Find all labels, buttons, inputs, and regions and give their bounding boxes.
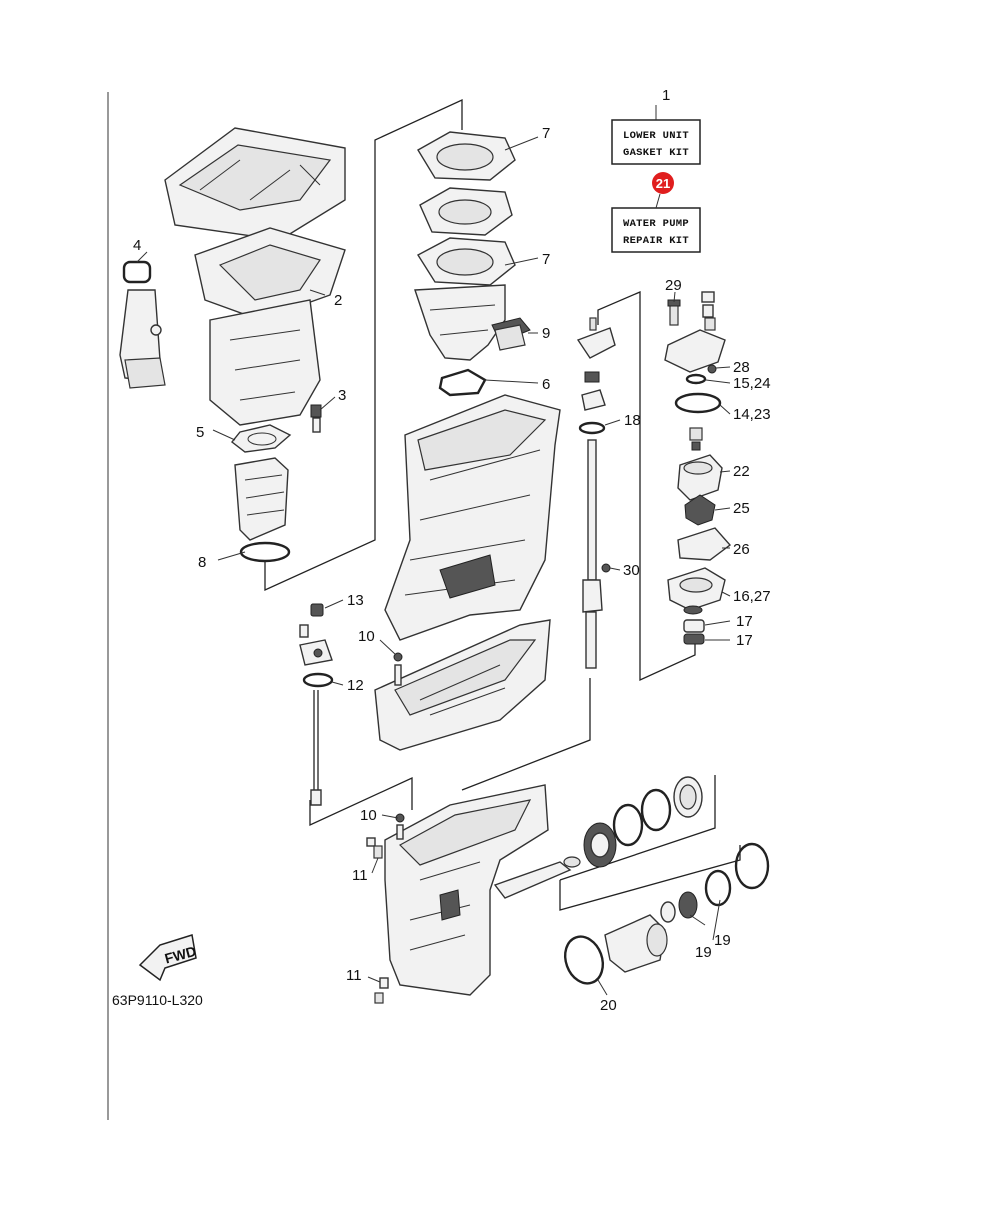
callout-30: 30	[623, 562, 640, 579]
callout-1: 1	[662, 87, 670, 104]
callout-13: 13	[347, 592, 364, 609]
kit-1-line-2: GASKET KIT	[623, 147, 689, 159]
kit-box-water-pump-repair: WATER PUMP REPAIR KIT	[611, 193, 701, 253]
callout-19-right: 19	[714, 932, 731, 949]
callout-18: 18	[624, 412, 641, 429]
callout-15-24: 15,24	[733, 375, 771, 392]
kit-1-line-1: LOWER UNIT	[623, 130, 689, 142]
callout-26: 26	[733, 541, 750, 558]
callout-3: 3	[338, 387, 346, 404]
kit-box-lower-unit-gasket: LOWER UNIT GASKET KIT	[611, 105, 701, 165]
part-7-gasket-upper	[417, 131, 516, 181]
kit-2-line-2: REPAIR KIT	[623, 235, 689, 247]
highlight-number: 21	[656, 176, 670, 191]
part-11-bolt-lower	[374, 977, 389, 1004]
callout-12: 12	[347, 677, 364, 694]
leader-lines	[136, 136, 731, 996]
callout-6: 6	[542, 376, 550, 393]
upper-exhaust-housing	[414, 284, 506, 361]
upper-casing-assembly	[164, 127, 346, 426]
callout-11-upper: 11	[352, 867, 368, 884]
callout-25: 25	[733, 500, 750, 517]
part-10-bolt-upper	[393, 652, 403, 686]
callout-11-lower: 11	[346, 967, 362, 984]
fwd-arrow-icon: FWD	[138, 934, 198, 982]
callout-labels: 1 2 3 4 5 6 7 7 8 9 10 10 11 11 12 13 14…	[133, 87, 771, 1014]
callout-28: 28	[733, 359, 750, 376]
callout-17-lower: 17	[736, 632, 753, 649]
highlight-dot	[652, 172, 674, 194]
part-11-bolt-upper	[366, 837, 383, 859]
drawing-code: 63P9110-L320	[112, 992, 203, 1008]
exhaust-manifold-casing	[374, 619, 551, 751]
callout-7-upper: 7	[542, 125, 550, 142]
callout-10-upper: 10	[358, 628, 375, 645]
callout-19-left: 19	[695, 944, 712, 961]
callout-2: 2	[334, 292, 342, 309]
part-6-gasket	[438, 368, 487, 397]
callout-29: 29	[665, 277, 682, 294]
upper-casing	[384, 394, 561, 641]
callout-20: 20	[600, 997, 617, 1014]
part-4-seal	[119, 260, 166, 389]
shift-rod	[310, 690, 322, 806]
connector-lines	[209, 98, 741, 911]
callout-22: 22	[733, 463, 750, 480]
callout-5: 5	[196, 424, 204, 441]
exhaust-plate	[419, 187, 513, 236]
callout-10-lower: 10	[360, 807, 377, 824]
callout-17-upper: 17	[736, 613, 753, 630]
callout-8: 8	[198, 554, 206, 571]
part-5-gasket	[231, 424, 292, 453]
callout-14-23: 14,23	[733, 406, 771, 423]
water-pump-assembly	[664, 291, 732, 645]
highlight-badge[interactable]: 21	[652, 172, 674, 194]
shift-rod-bracket	[299, 624, 333, 666]
part-3-bolt	[310, 404, 322, 433]
callout-7-lower: 7	[542, 251, 550, 268]
part-12-o-ring	[302, 672, 334, 688]
part-9-rubber-seal	[491, 317, 531, 351]
part-7-gasket-lower	[417, 237, 516, 286]
part-13-bushing	[310, 603, 324, 617]
callout-4: 4	[133, 237, 141, 254]
gear-bearing-assembly	[493, 776, 770, 985]
callout-9: 9	[542, 325, 550, 342]
lower-case	[384, 784, 549, 996]
kit-2-line-1: WATER PUMP	[623, 218, 689, 230]
drive-shaft-assembly	[576, 317, 616, 669]
callout-16-27: 16,27	[733, 588, 771, 605]
part-8-exhaust-spacer	[234, 457, 291, 563]
fwd-label: FWD	[163, 943, 198, 967]
